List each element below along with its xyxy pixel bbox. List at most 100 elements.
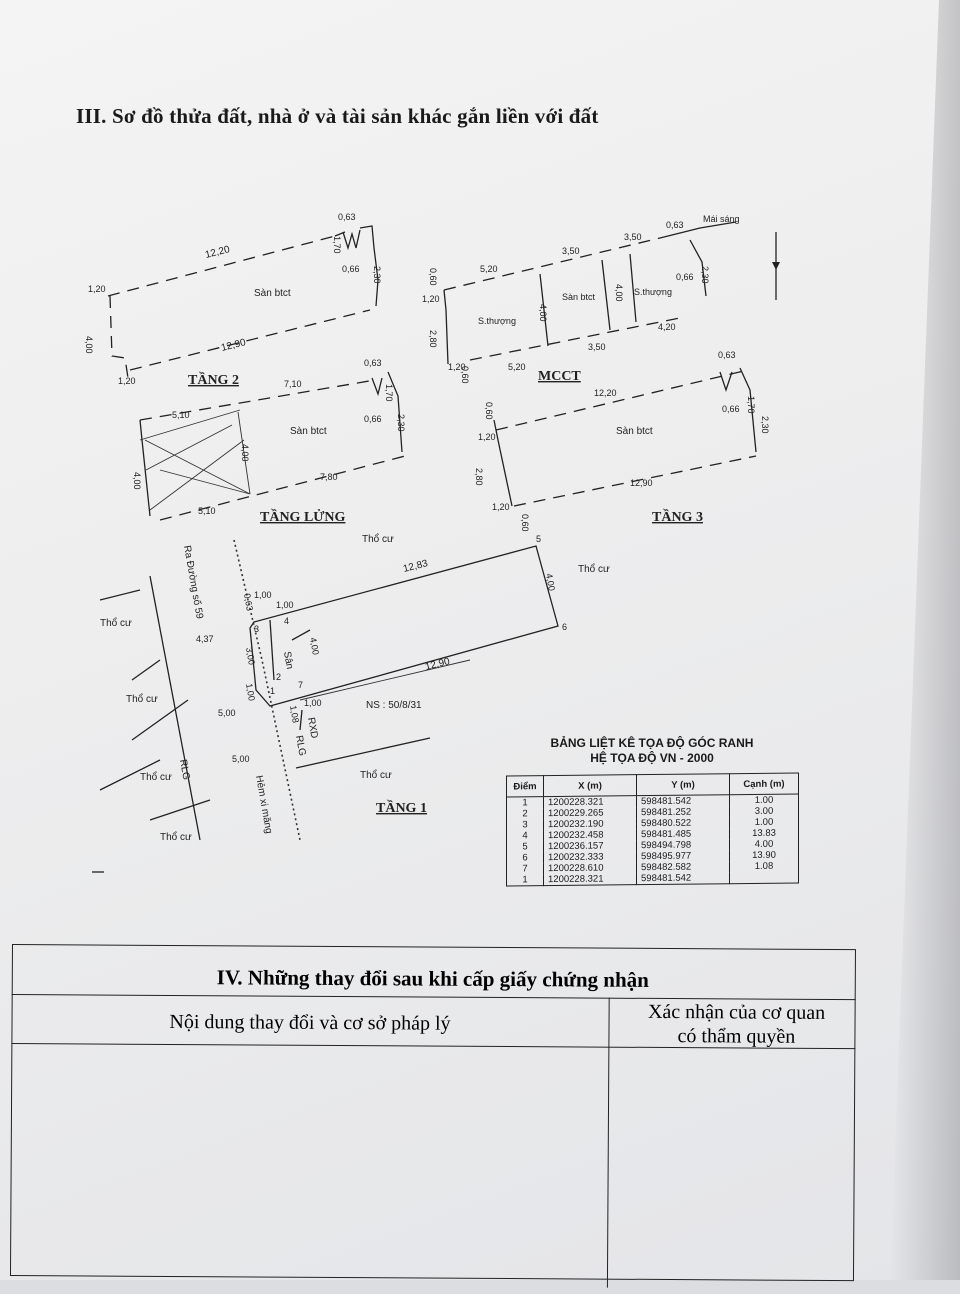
dim-2-30: 2,30 <box>396 414 406 432</box>
dim-0-66: 0,66 <box>722 404 740 414</box>
dim-2-80: 2,80 <box>474 468 484 486</box>
column-header-x: X (m) <box>543 774 637 797</box>
dim-1-00: 1,00 <box>276 600 294 610</box>
dim-4-00: 4,00 <box>538 304 548 322</box>
dim-1-70: 1,70 <box>332 236 342 254</box>
dim-0-63: 0,63 <box>718 350 736 360</box>
dim-1-00: 1,00 <box>254 590 272 600</box>
coordinate-table-title-line-1: BẢNG LIỆT KÊ TỌA ĐỘ GÓC RANH <box>550 736 754 750</box>
room-label: Sàn btct <box>562 292 596 302</box>
road-label: Ra Đường số 59 <box>181 544 206 620</box>
dim-2-30: 2,30 <box>372 266 382 284</box>
dim-3-50: 3,50 <box>588 342 606 352</box>
section-3-title: III. Sơ đồ thửa đất, nhà ở và tài sản kh… <box>76 104 599 128</box>
dim-1-20: 1,20 <box>422 294 440 304</box>
dim-1-20: 1,20 <box>88 284 106 294</box>
point-5: 5 <box>536 534 541 544</box>
dim-3-00: 3,00 <box>244 647 257 666</box>
section-4-title: IV. Những thay đổi sau khi cấp giấy chứn… <box>216 965 649 992</box>
dim-1-08: 1,08 <box>288 705 301 724</box>
rlg-label: RLG <box>177 759 191 781</box>
dim-12-90: 12,90 <box>630 478 653 488</box>
residential-label: Thổ cư <box>578 563 610 575</box>
dim-7-10: 7,10 <box>284 379 302 389</box>
dim-4-00: 4,00 <box>240 444 250 462</box>
dim-1-00: 1,00 <box>244 683 257 702</box>
rlg-label: RLG <box>293 735 307 757</box>
dim-5-20: 5,20 <box>508 362 526 372</box>
residential-label: Thổ cư <box>100 617 132 629</box>
dim-0-63: 0,63 <box>666 220 684 230</box>
dim-4-20: 4,20 <box>658 322 676 332</box>
dim-0-66: 0,66 <box>342 264 360 274</box>
dim-2-30: 2,30 <box>760 416 770 434</box>
dim-1-70: 1,70 <box>384 384 394 402</box>
section-4-table: IV. Những thay đổi sau khi cấp giấy chứn… <box>9 944 858 1294</box>
dim-4-00: 4,00 <box>544 573 557 592</box>
mcct-plan: 5,20 3,50 3,50 0,63 Mái sáng 0,66 2,30 1… <box>422 214 740 384</box>
floor-3-label: TẦNG 3 <box>652 508 703 525</box>
dim-1-20: 1,20 <box>118 376 136 386</box>
dim-7-80: 7,80 <box>320 472 338 482</box>
dim-0-60: 0,60 <box>520 514 530 532</box>
roof-terrace-label: S.thượng <box>478 316 516 326</box>
dim-1-20: 1,20 <box>448 362 466 372</box>
floor-3-plan: 12,20 Sàn btct 12,90 0,63 0,66 1,70 2,30… <box>474 350 770 532</box>
column-header-point: Điểm <box>506 775 544 798</box>
dim-3-50: 3,50 <box>562 246 580 256</box>
room-label: Sàn btct <box>290 426 327 437</box>
coordinate-table-title: BẢNG LIỆT KÊ TỌA ĐỘ GÓC RANH HỆ TỌA ĐỘ V… <box>534 736 770 766</box>
confirmation-line-2: có thẩm quyền <box>677 1025 796 1048</box>
roof-terrace-label: S.thượng <box>634 287 672 297</box>
point-2: 2 <box>276 672 281 682</box>
dim-5-10: 5,10 <box>198 506 216 516</box>
mcct-label: MCCT <box>538 369 581 384</box>
dim-4-00: 4,00 <box>84 336 94 354</box>
residential-label: Thổ cư <box>362 533 394 545</box>
house-number: NS : 50/8/31 <box>366 700 422 711</box>
dim-2-80: 2,80 <box>428 330 438 348</box>
dim-0-60: 0,60 <box>484 402 494 420</box>
mezzanine-plan: 5,10 7,10 Sàn btct 7,80 5,10 4,00 4,00 0… <box>132 358 406 525</box>
dim-0-66: 0,66 <box>676 272 694 282</box>
mezzanine-label: TẦNG LỬNG <box>260 508 346 525</box>
dim-12-90: 12,90 <box>220 337 247 354</box>
dim-2-30: 2,30 <box>700 266 710 284</box>
table-header-row: Điểm X (m) Y (m) Cạnh (m) <box>506 772 799 798</box>
point-1: 1 <box>270 686 275 696</box>
floor-plan-drawing: 12,20 Sàn btct 12,90 1,20 1,20 4,00 0,63… <box>84 212 780 873</box>
residential-label: Thổ cư <box>160 831 192 843</box>
dim-3-50: 3,50 <box>624 232 642 242</box>
dim-0-63: 0,63 <box>338 212 356 222</box>
dim-0-60: 0,60 <box>428 268 438 286</box>
dim-5-00: 5,00 <box>232 754 250 764</box>
dim-4-00: 4,00 <box>308 637 321 656</box>
dim-4-37: 4,37 <box>196 634 214 644</box>
yard-label: Sân <box>281 651 295 670</box>
dim-5-10: 5,10 <box>172 410 190 420</box>
dim-4-00: 4,00 <box>614 284 624 302</box>
floor-1-label: TẦNG 1 <box>376 799 427 816</box>
dim-0-60: 0,60 <box>460 366 470 384</box>
residential-label: Thổ cư <box>140 771 172 783</box>
dim-1-70: 1,70 <box>746 396 756 414</box>
floor-2-label: TẦNG 2 <box>188 371 239 388</box>
column-header-y: Y (m) <box>636 773 730 796</box>
residential-label: Thổ cư <box>360 769 392 781</box>
dim-0-63: 0,63 <box>364 358 382 368</box>
dim-1-00: 1,00 <box>304 698 322 708</box>
room-label: Sàn btct <box>616 426 653 437</box>
dim-12-20: 12,20 <box>594 388 617 398</box>
dim-12-83: 12,83 <box>402 558 429 575</box>
room-label: Sàn btct <box>254 288 291 299</box>
column-header-edge: Cạnh (m) <box>729 772 799 795</box>
residential-label: Thổ cư <box>126 693 158 705</box>
point-4: 4 <box>284 616 289 626</box>
dim-4-00: 4,00 <box>132 472 142 490</box>
skylight-label: Mái sáng <box>703 214 740 224</box>
dim-5-20: 5,20 <box>480 264 498 274</box>
dim-1-20: 1,20 <box>492 502 510 512</box>
